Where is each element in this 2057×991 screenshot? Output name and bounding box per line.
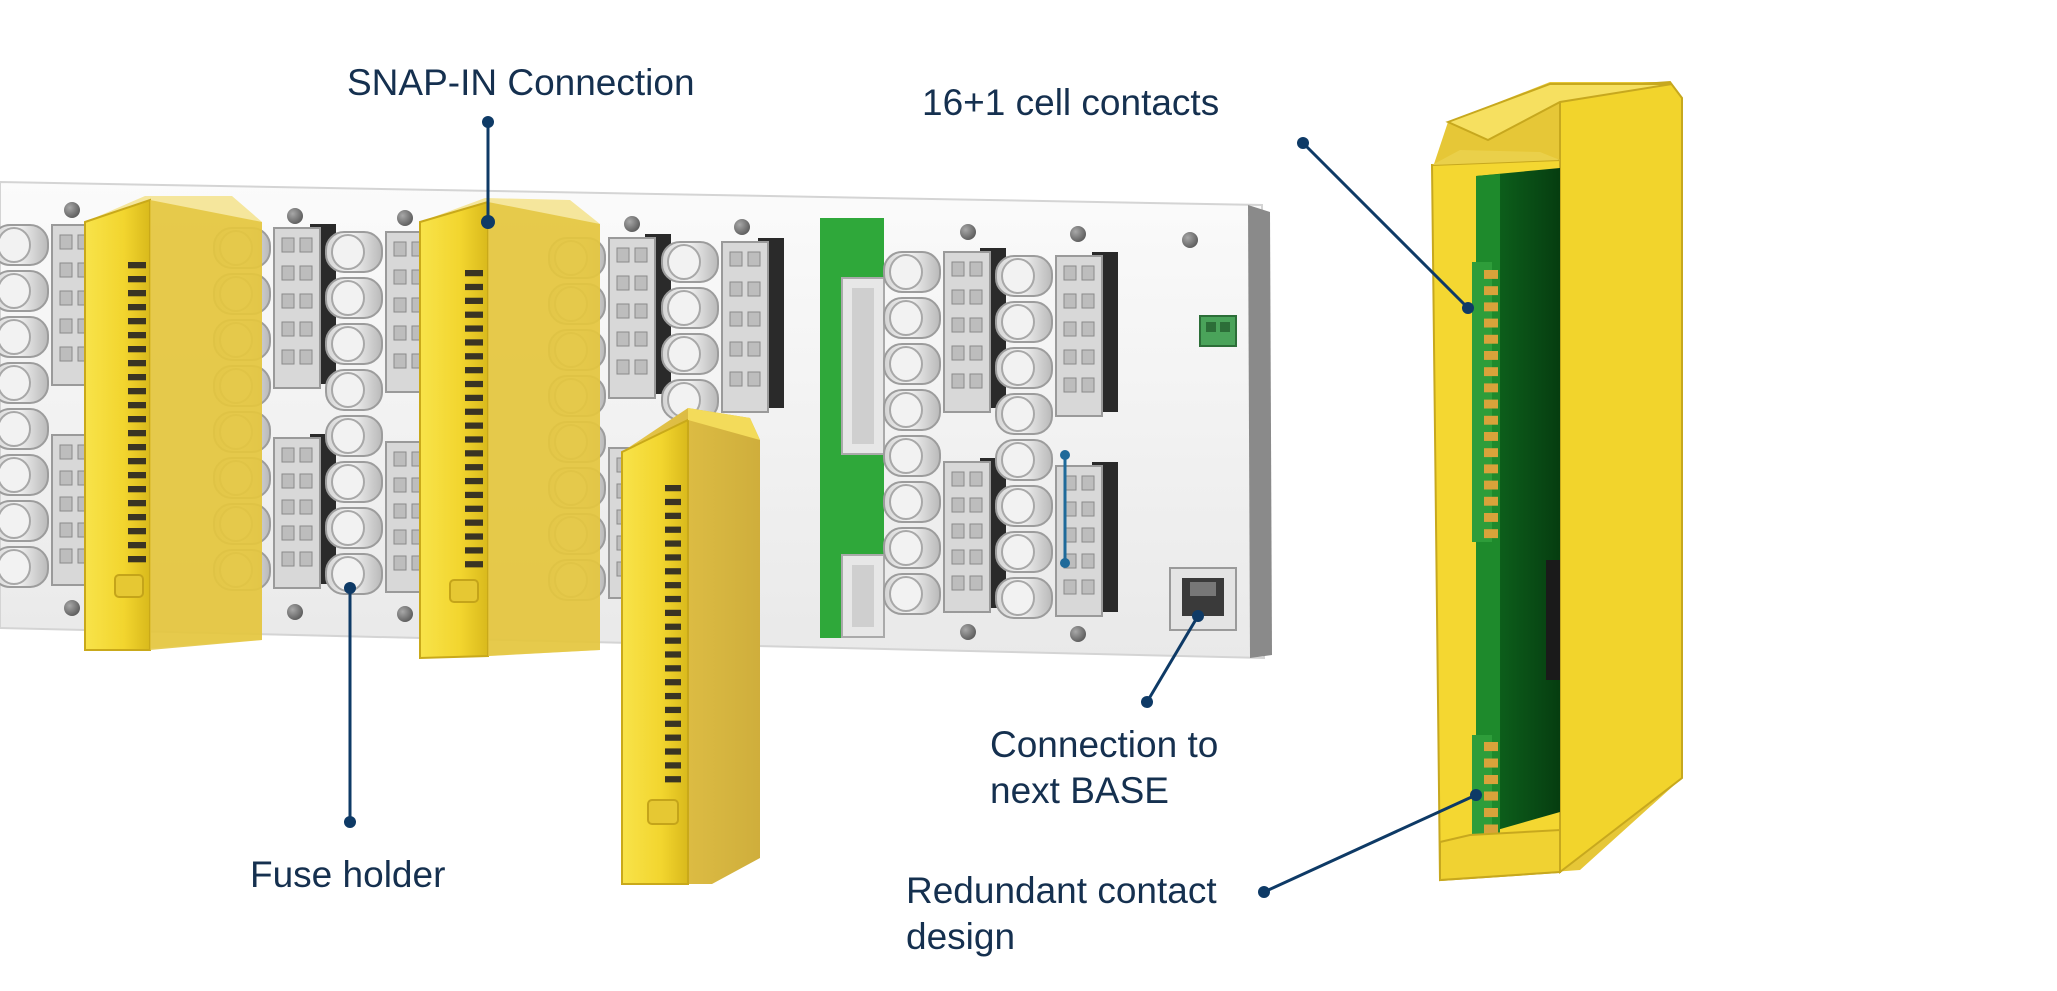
fuse-cylinder [995, 301, 1053, 343]
pcb-strip [820, 218, 885, 638]
fuse-cylinder [0, 500, 49, 542]
fuse-cylinder [0, 224, 49, 266]
fuse-cylinder [995, 255, 1053, 297]
label-cell-contacts: 16+1 cell contacts [922, 82, 1220, 123]
fuse-cylinder [325, 553, 383, 595]
fuse-cylinder [325, 461, 383, 503]
fuse-cylinder [0, 316, 49, 358]
fuse-cylinder [0, 546, 49, 588]
terminal-block [943, 458, 1006, 613]
lower-contact-pads [1472, 735, 1498, 843]
label-next-base-line-2: next BASE [990, 770, 1169, 811]
label-redundant-line-1: Redundant contact [906, 870, 1217, 911]
fuse-cylinder [661, 241, 719, 283]
fuse-cylinder [995, 393, 1053, 435]
fuse-cylinder [0, 270, 49, 312]
fuse-cylinder [883, 481, 941, 523]
label-connection-next-base: Connection to next BASE [990, 722, 1218, 814]
terminal-block [721, 238, 784, 413]
fuse-cylinder [325, 369, 383, 411]
fuse-cylinder [661, 379, 719, 421]
fuse-cylinder [325, 415, 383, 457]
fuse-cylinder [325, 323, 383, 365]
fuse-cylinder [661, 287, 719, 329]
fuse-cylinder [883, 343, 941, 385]
fuse-cylinder [883, 297, 941, 339]
label-redundant-line-2: design [906, 916, 1016, 957]
terminal-block [273, 434, 336, 589]
fuse-cylinder [883, 527, 941, 569]
fuse-cylinder [0, 408, 49, 450]
snap-in-module-2 [419, 198, 600, 660]
label-fuse-holder: Fuse holder [250, 854, 446, 895]
fuse-cylinder [995, 531, 1053, 573]
rj45-port [1169, 567, 1237, 631]
detached-module [621, 408, 760, 885]
fuse-cylinder [325, 507, 383, 549]
leader-cell-contacts [1297, 137, 1474, 314]
fuse-cylinder [883, 573, 941, 615]
fuse-cylinder [883, 435, 941, 477]
label-snap-in-connection: SNAP-IN Connection [347, 62, 695, 103]
green-connector [1199, 315, 1237, 347]
fuse-cylinder [995, 439, 1053, 481]
label-next-base-line-1: Connection to [990, 724, 1219, 765]
fuse-cylinder [995, 485, 1053, 527]
fuse-cylinder [995, 577, 1053, 619]
upper-contact-pads [1472, 262, 1498, 542]
terminal-block [1055, 252, 1118, 417]
leader-fuse-holder [344, 582, 356, 828]
fuse-cylinder [0, 454, 49, 496]
fuse-cylinder [325, 277, 383, 319]
label-redundant-contact-design: Redundant contact design [906, 868, 1217, 960]
fuse-cylinder [0, 362, 49, 404]
fuse-cylinder [661, 333, 719, 375]
fuse-cylinder [995, 347, 1053, 389]
snap-in-module-1 [84, 196, 262, 651]
leader-fuse-holder-2 [1060, 450, 1070, 568]
cutaway-module [1430, 80, 1683, 882]
fuse-cylinder [883, 251, 941, 293]
leader-snap-in [481, 116, 495, 229]
leader-redundant [1258, 789, 1482, 898]
leader-next-base [1141, 610, 1204, 708]
fuse-cylinder [325, 231, 383, 273]
fuse-cylinder [883, 389, 941, 431]
